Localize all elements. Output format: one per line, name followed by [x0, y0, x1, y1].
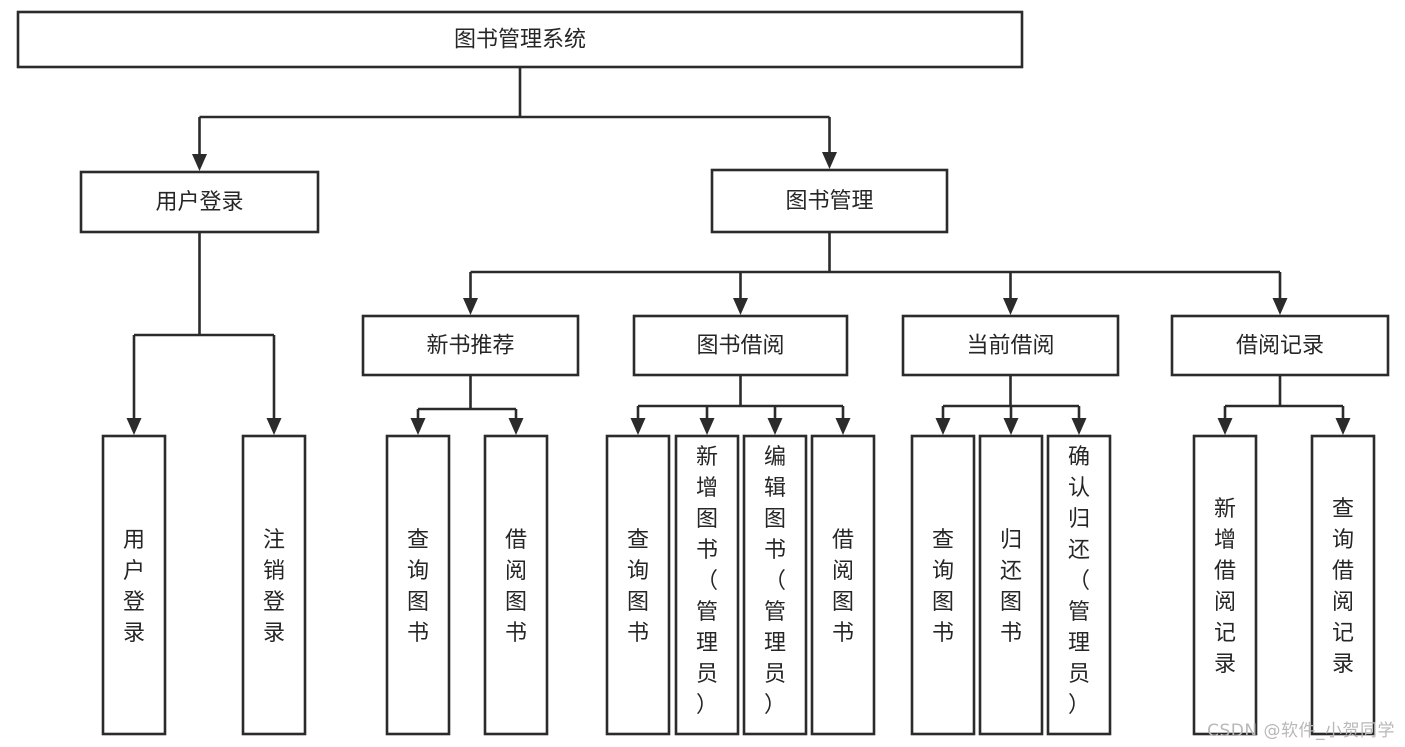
node-label: 图书借阅	[696, 334, 784, 359]
node-borrow-record[interactable]: 借阅记录	[1170, 314, 1390, 377]
arrow-head-icon	[767, 418, 783, 435]
arrow-head-icon	[835, 418, 851, 435]
node-box	[742, 434, 808, 736]
arrow-head-icon	[935, 418, 951, 435]
node-box	[978, 434, 1044, 736]
node-box	[241, 434, 307, 736]
node-leaf-add-book[interactable]: 新增图书（管理员）	[674, 434, 740, 736]
arrow-head-icon	[1071, 418, 1087, 435]
node-label: 当前借阅	[966, 334, 1054, 359]
node-label: 借阅记录	[1236, 334, 1324, 359]
arrow-head-icon	[192, 154, 207, 171]
node-user-login[interactable]: 用户登录	[79, 170, 320, 234]
arrow-head-icon	[1003, 298, 1018, 315]
node-book-management[interactable]: 图书管理	[710, 168, 949, 234]
node-label: 借阅图书	[832, 528, 854, 646]
connector-group-book-borrow	[630, 375, 851, 435]
connector-group-book-management	[463, 232, 1288, 315]
node-box	[16, 10, 1024, 69]
node-leaf-edit-book[interactable]: 编辑图书（管理员）	[742, 434, 808, 736]
node-leaf-add-borrow-record[interactable]: 新增借阅记录	[1192, 434, 1258, 736]
node-layer: 图书管理系统用户登录图书管理新书推荐图书借阅当前借阅借阅记录用户登录注销登录查询…	[16, 10, 1390, 736]
connector-group-borrow-record	[1217, 375, 1351, 435]
node-label: 用户登录	[123, 528, 145, 646]
node-label: 确认归还（管理员）	[1068, 445, 1090, 718]
node-box	[674, 434, 740, 736]
node-box	[1310, 434, 1376, 736]
node-box	[79, 170, 320, 234]
node-leaf-return-book[interactable]: 归还图书	[978, 434, 1044, 736]
arrow-head-icon	[1217, 418, 1233, 435]
arrow-head-icon	[1272, 298, 1288, 315]
node-box	[385, 434, 451, 736]
arrow-head-icon	[410, 418, 426, 435]
arrow-head-icon	[822, 152, 837, 169]
arrow-head-icon	[266, 418, 282, 435]
arrow-head-icon	[630, 418, 646, 435]
node-leaf-user-login[interactable]: 用户登录	[101, 434, 167, 736]
node-current-borrow[interactable]: 当前借阅	[901, 314, 1120, 377]
node-label: 用户登录	[155, 190, 243, 215]
arrow-head-icon	[1003, 418, 1019, 435]
node-book-borrow[interactable]: 图书借阅	[632, 314, 849, 377]
node-box	[910, 434, 976, 736]
arrow-head-icon	[733, 298, 748, 315]
node-label: 新增借阅记录	[1214, 497, 1236, 677]
connector-layer	[126, 67, 1351, 435]
node-label: 注销登录	[263, 528, 285, 646]
node-label: 查询图书	[627, 528, 649, 646]
connector-group-user-login	[126, 232, 282, 435]
node-root[interactable]: 图书管理系统	[16, 10, 1024, 69]
arrow-head-icon	[699, 418, 715, 435]
node-label: 查询借阅记录	[1332, 497, 1354, 677]
node-box	[810, 434, 876, 736]
node-leaf-query-book-1[interactable]: 查询图书	[385, 434, 451, 736]
watermark-text: CSDN @软件_小贺同学	[1207, 721, 1395, 741]
node-box	[901, 314, 1120, 377]
node-leaf-borrow-book-1[interactable]: 借阅图书	[483, 434, 549, 736]
arrow-head-icon	[126, 418, 142, 435]
node-label: 图书管理	[785, 189, 873, 214]
connector-group-new-book-recommend	[410, 375, 524, 435]
node-label: 查询图书	[407, 528, 429, 646]
connector-group-current-borrow	[935, 375, 1087, 435]
node-box	[605, 434, 671, 736]
arrow-head-icon	[1335, 418, 1351, 435]
node-box	[632, 314, 849, 377]
node-label: 图书管理系统	[454, 28, 586, 53]
node-box	[1170, 314, 1390, 377]
node-leaf-confirm-return[interactable]: 确认归还（管理员）	[1046, 434, 1112, 736]
node-box	[710, 168, 949, 234]
node-box	[1192, 434, 1258, 736]
node-leaf-borrow-book-2[interactable]: 借阅图书	[810, 434, 876, 736]
node-label: 查询图书	[932, 528, 954, 646]
node-leaf-query-book-2[interactable]: 查询图书	[605, 434, 671, 736]
node-box	[101, 434, 167, 736]
node-box	[483, 434, 549, 736]
node-leaf-query-book-3[interactable]: 查询图书	[910, 434, 976, 736]
node-label: 新书推荐	[426, 334, 514, 359]
node-leaf-logout-login[interactable]: 注销登录	[241, 434, 307, 736]
node-box	[1046, 434, 1112, 736]
arrow-head-icon	[463, 298, 478, 315]
connector-group-root	[192, 67, 837, 171]
node-box	[361, 314, 580, 377]
node-label: 编辑图书（管理员）	[764, 445, 786, 718]
node-label: 新增图书（管理员）	[696, 445, 718, 718]
node-leaf-query-borrow-record[interactable]: 查询借阅记录	[1310, 434, 1376, 736]
node-label: 归还图书	[1000, 528, 1022, 646]
node-label: 借阅图书	[505, 528, 527, 646]
node-new-book-recommend[interactable]: 新书推荐	[361, 314, 580, 377]
arrow-head-icon	[508, 418, 524, 435]
